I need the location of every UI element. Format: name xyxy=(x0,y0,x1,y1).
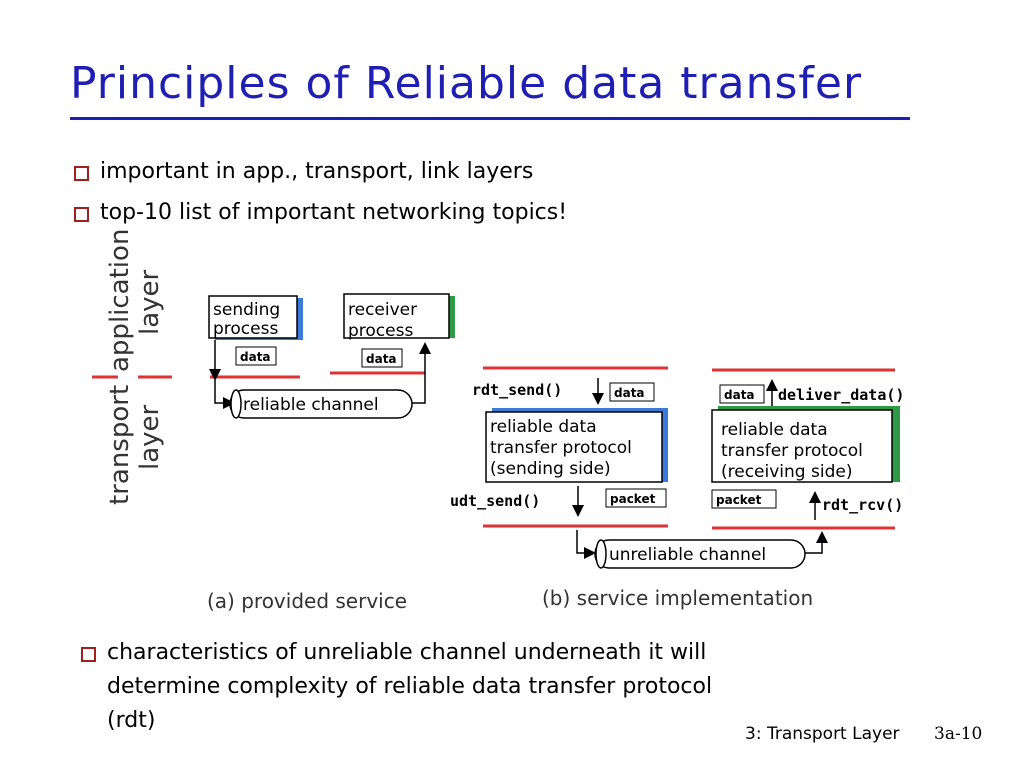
reliable-channel-label: reliable channel xyxy=(243,395,379,415)
sender-protocol-label: transfer protocol xyxy=(490,438,632,458)
title-underline xyxy=(70,117,910,120)
arrow xyxy=(803,531,828,554)
bullet-text-line: (rdt) xyxy=(107,708,156,733)
layer-label-layer: layer xyxy=(135,404,165,470)
data-tag-label: data xyxy=(366,352,397,366)
arrow xyxy=(412,342,431,404)
footer-chapter: 3: Transport Layer xyxy=(745,724,900,744)
bullet-item: important in app., transport, link layer… xyxy=(74,155,534,189)
bullet-text-line: determine complexity of reliable data tr… xyxy=(107,674,713,699)
receiver-protocol-box xyxy=(711,409,893,483)
bullet-box-icon xyxy=(74,207,89,222)
data-tag xyxy=(609,382,655,402)
data-tag xyxy=(235,346,277,366)
arrow xyxy=(214,380,235,409)
reliable-channel-pipe xyxy=(229,389,413,419)
slide-title: Principles of Reliable data transfer xyxy=(70,58,863,109)
receiver-protocol-label: (receiving side) xyxy=(721,462,852,482)
data-tag xyxy=(361,348,403,368)
data-tag-label: data xyxy=(240,350,271,364)
layer-label-transport: transport xyxy=(105,385,135,505)
rdt-rcv-label: rdt_rcv() xyxy=(822,496,903,514)
receiver-protocol-label: reliable data xyxy=(721,420,828,440)
bullet-text: important in app., transport, link layer… xyxy=(100,159,534,184)
receiver-process-label: receiver xyxy=(348,300,417,320)
bullet-text-line: characteristics of unreliable channel un… xyxy=(107,640,707,665)
sender-protocol-box xyxy=(485,411,663,483)
udt-send-label: udt_send() xyxy=(450,492,540,510)
provided-service: sending process receiver process data da… xyxy=(207,293,455,613)
unreliable-channel-label: unreliable channel xyxy=(609,545,766,565)
service-implementation: rdt_send() data reliable data transfer p… xyxy=(450,378,904,610)
rdt-send-label: rdt_send() xyxy=(472,381,562,399)
bullet-item: characteristics of unreliable channel un… xyxy=(81,636,713,738)
unreliable-channel-pipe xyxy=(594,539,806,569)
sending-process-label: sending xyxy=(213,300,280,320)
application-layer-label: application layer xyxy=(105,229,165,372)
pipe-end xyxy=(595,539,607,569)
footer-page-number: 3a-10 xyxy=(934,724,983,744)
pipe-end xyxy=(230,389,242,419)
receiver-process-label: process xyxy=(348,321,413,341)
sender-protocol-label: reliable data xyxy=(490,417,597,437)
data-tag-label: data xyxy=(614,386,645,400)
packet-tag xyxy=(711,489,777,509)
layer-label-layer: layer xyxy=(135,269,165,335)
layer-boundaries xyxy=(92,366,895,530)
bullet-box-icon xyxy=(81,647,96,662)
packet-tag-label: packet xyxy=(716,493,762,507)
data-tag-label: data xyxy=(724,388,755,402)
layer-label-application: application xyxy=(105,229,135,372)
transport-layer-label: transport layer xyxy=(105,385,165,505)
sending-process-label: process xyxy=(213,319,278,339)
caption-a: (a) provided service xyxy=(207,589,407,613)
packet-tag xyxy=(605,488,667,508)
data-tag xyxy=(719,384,765,404)
caption-b: (b) service implementation xyxy=(542,586,813,610)
receiver-protocol-label: transfer protocol xyxy=(721,441,863,461)
packet-tag-label: packet xyxy=(610,492,656,506)
bullet-text: top-10 list of important networking topi… xyxy=(100,200,568,225)
bullet-box-icon xyxy=(74,166,89,181)
receiver-process-box xyxy=(343,293,450,339)
arrow xyxy=(576,530,596,559)
sending-process-box xyxy=(208,295,298,339)
deliver-data-label: deliver_data() xyxy=(778,386,904,404)
bullet-item: top-10 list of important networking topi… xyxy=(74,196,568,230)
sender-protocol-label: (sending side) xyxy=(490,459,611,479)
